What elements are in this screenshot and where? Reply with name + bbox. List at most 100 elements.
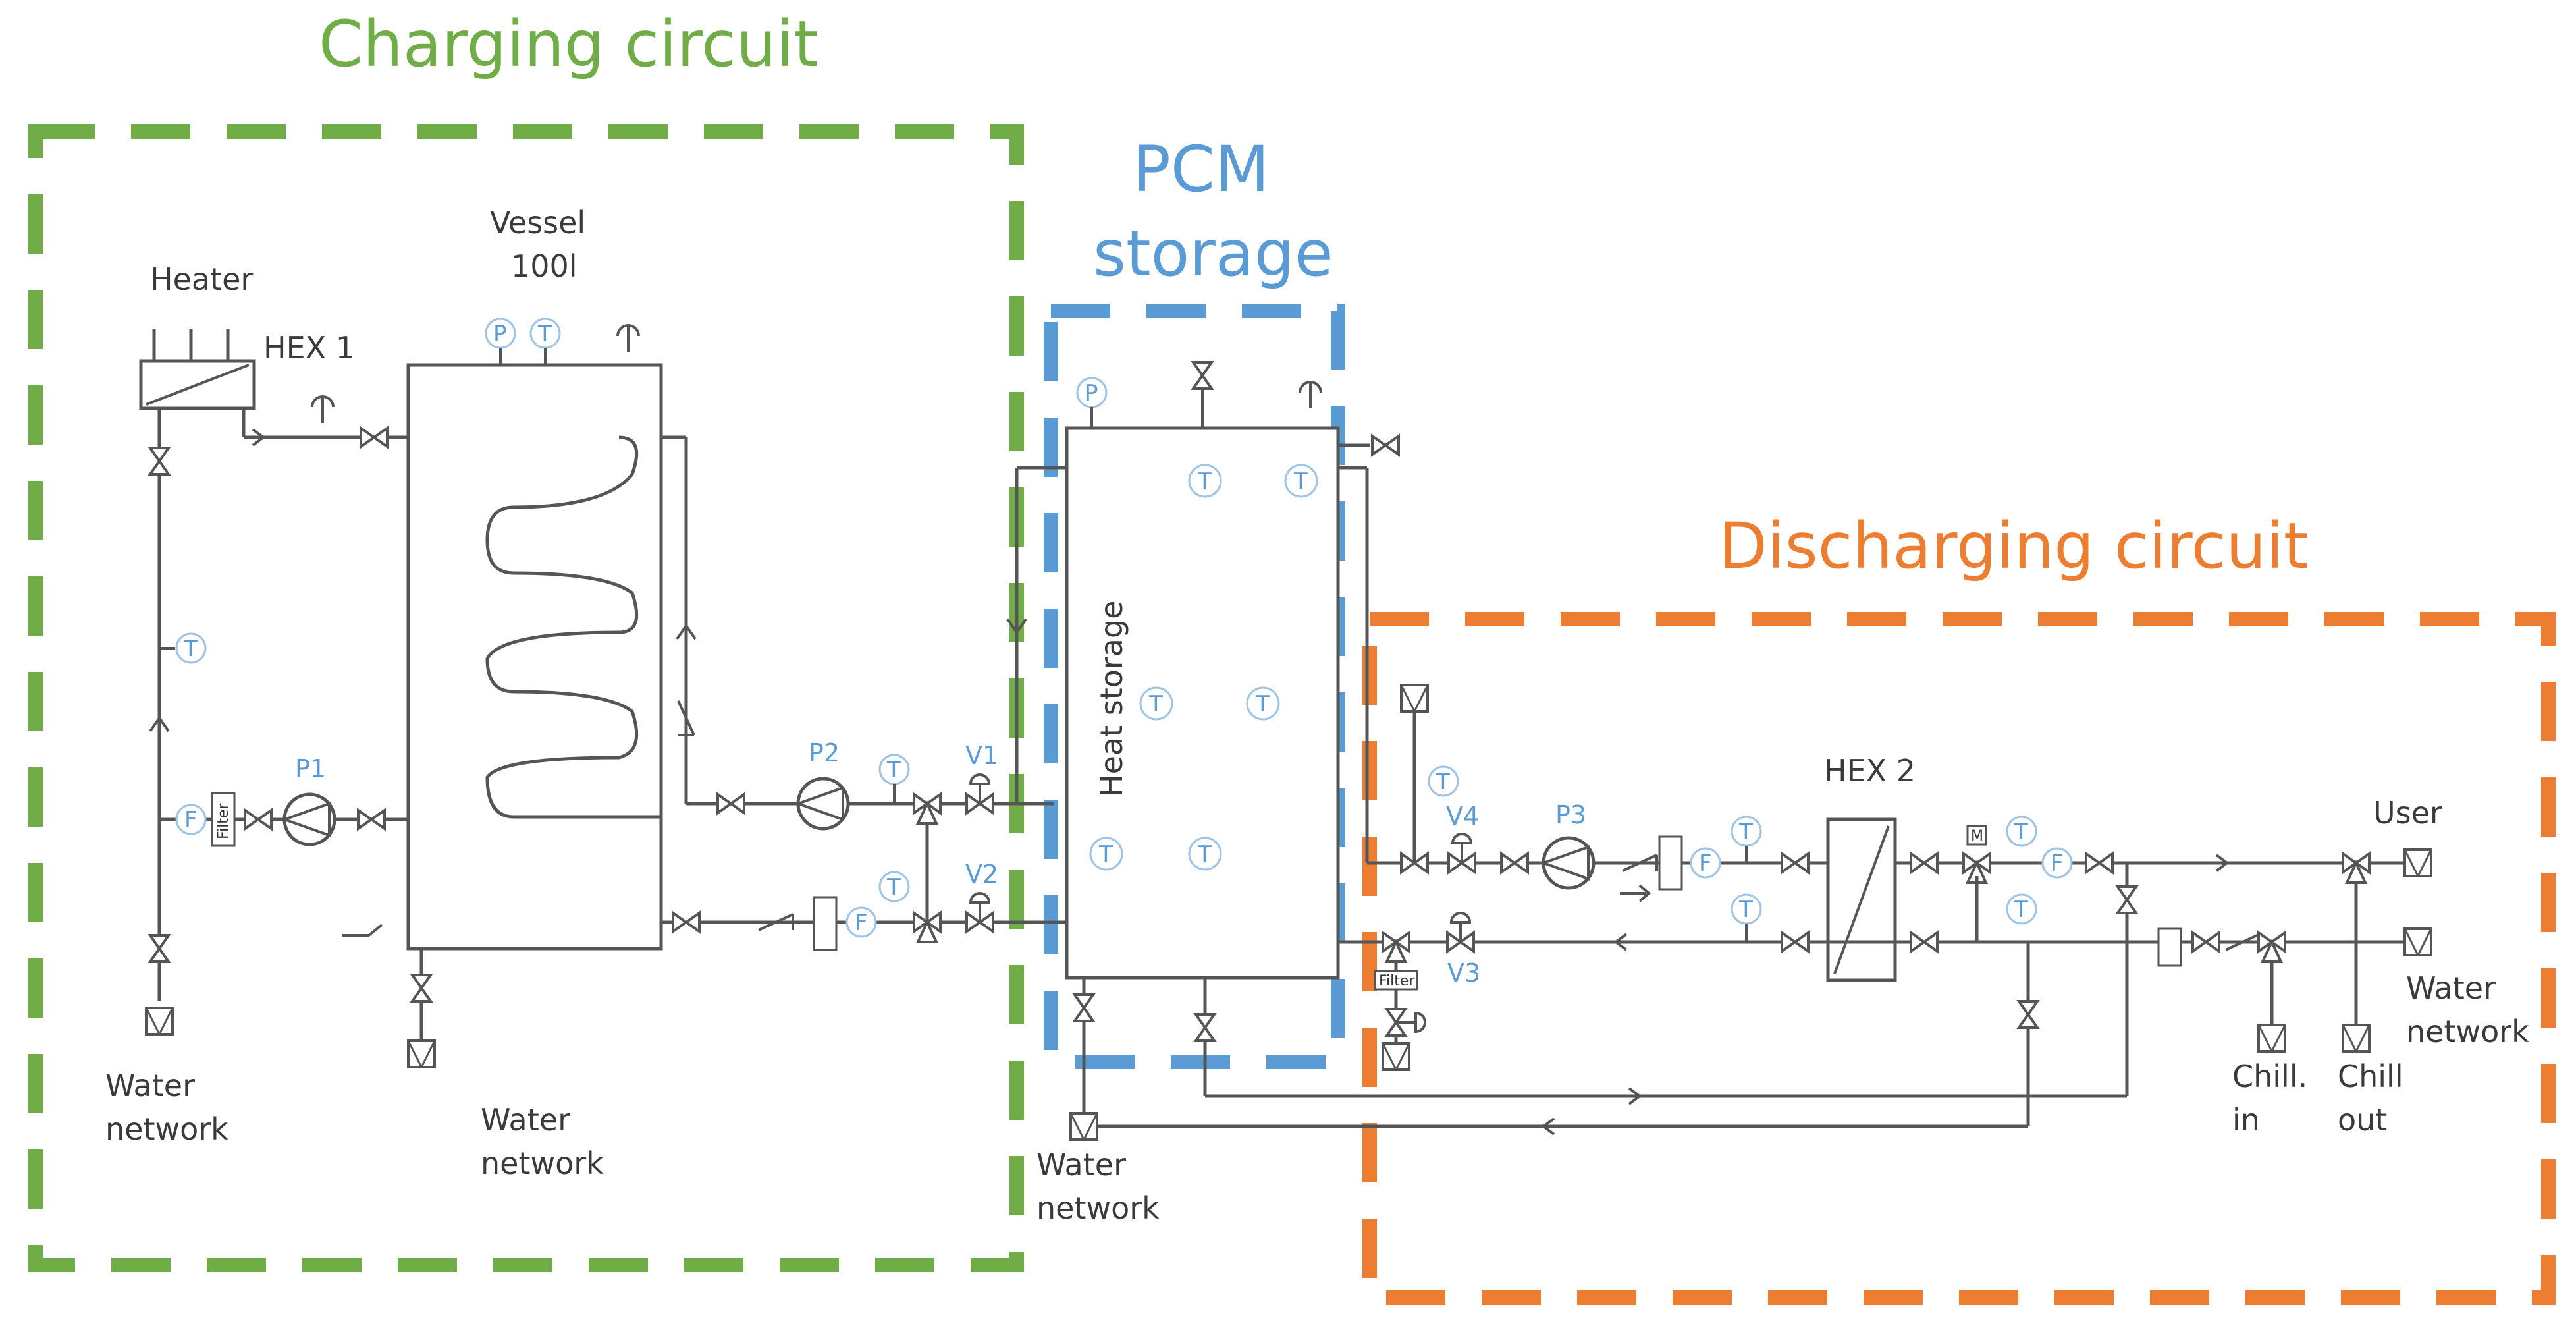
svg-text:T: T xyxy=(1148,691,1163,717)
pump-p1-icon xyxy=(284,794,335,844)
coil-icon xyxy=(485,435,661,819)
charging-circuit-title: Charging circuit xyxy=(319,7,818,81)
flow-sensor-3-label: F xyxy=(1699,850,1712,877)
vessel-100l xyxy=(406,363,663,951)
discharge-temperature-4-label: T xyxy=(2014,897,2028,923)
valve-v2-label: V2 xyxy=(965,860,998,889)
chill-three-way-valve-icon xyxy=(2257,931,2286,963)
return-three-way-valve-icon xyxy=(1382,931,1410,963)
storage-bottom-valve-icon xyxy=(1194,1013,1216,1042)
svg-text:T: T xyxy=(1197,841,1212,868)
water-network-terminal-2 xyxy=(407,1039,436,1068)
flow-sensor-icon xyxy=(175,804,207,835)
air-vent-icon xyxy=(311,395,335,424)
water-network-label-3b: network xyxy=(1036,1190,1160,1226)
water-network-terminal-4 xyxy=(2403,927,2432,956)
flow-sensor-label: F xyxy=(184,807,198,833)
hex2-return-valve-icon xyxy=(1781,931,1810,953)
user-three-way-valve-icon xyxy=(2342,852,2371,884)
water-network-label-2a: Water xyxy=(481,1102,570,1138)
water-network-terminal-3 xyxy=(1069,1112,1098,1141)
discharge-temperature-1-label: T xyxy=(1436,769,1450,795)
pcm-storage-frame xyxy=(1044,304,1345,1069)
motor-icon xyxy=(1966,825,1987,846)
discharge-temperature-3-icon xyxy=(2006,816,2037,847)
valve-v3-icon xyxy=(1446,912,1475,953)
storage-drain-valve-icon xyxy=(1073,993,1094,1022)
three-way-valve-icon xyxy=(913,793,942,825)
pump-p1-label: P1 xyxy=(295,754,326,783)
valve-v1-label: V1 xyxy=(965,741,998,770)
v2-temperature-label: T xyxy=(886,874,901,900)
storage-top-valve-icon xyxy=(1192,361,1213,390)
drain-control-valve-icon xyxy=(1385,1008,1426,1037)
filter-label: Filter xyxy=(215,803,232,839)
chill-out-terminal-icon xyxy=(2342,1024,2371,1053)
pump-p3-icon xyxy=(1543,838,1594,888)
storage-pressure-label: P xyxy=(1085,380,1098,406)
hex2-outlet-valve-icon xyxy=(1910,852,1939,873)
discharge-temperature-1-icon xyxy=(1428,765,1459,797)
filter-3-icon xyxy=(1658,835,1683,891)
heat-storage-label: Heat storage xyxy=(1094,601,1129,797)
vessel-vent-icon xyxy=(616,324,640,353)
water-network-terminal-1 xyxy=(145,1007,174,1036)
svg-text:T: T xyxy=(1197,468,1212,495)
user-supply-valve-icon xyxy=(2085,852,2114,873)
valve-v2-icon xyxy=(965,892,994,933)
vessel-temperature-label: T xyxy=(537,321,552,347)
discharge-temperature-2-label: T xyxy=(1738,819,1753,845)
chill-in-terminal-icon xyxy=(2257,1024,2286,1053)
p2-temperature-label: T xyxy=(886,757,901,783)
p3-inlet-valve-icon xyxy=(1500,852,1529,873)
filter-2-icon xyxy=(813,896,838,951)
valve-v3-label: V3 xyxy=(1447,958,1480,987)
storage-temperature-sensors: T T T T T T xyxy=(1089,464,1318,871)
chill-in-label-a: Chill. xyxy=(2232,1059,2307,1094)
pump-p2-icon xyxy=(798,779,848,829)
hex1-heat-exchanger xyxy=(139,329,256,410)
motor-label: M xyxy=(1971,828,1983,844)
pcm-storage-title-line2: storage xyxy=(1093,217,1333,290)
discharging-circuit-frame xyxy=(1362,612,2556,1305)
water-network-label-3a: Water xyxy=(1036,1147,1126,1182)
flow-sensor-2-icon xyxy=(845,906,877,938)
filter-4-label: Filter xyxy=(1379,973,1415,989)
valve-v4-label: V4 xyxy=(1446,802,1479,831)
chill-in-label-b: in xyxy=(2232,1102,2260,1138)
water-network-label-4a: Water xyxy=(2406,970,2496,1006)
p2-inlet-valve-icon xyxy=(716,793,745,814)
svg-text:T: T xyxy=(1293,468,1308,495)
user-terminal-icon xyxy=(2403,848,2432,877)
filter-4-icon xyxy=(1374,970,1418,991)
temperature-sensor-icon xyxy=(175,632,207,664)
vessel-outlet-valve-icon xyxy=(672,912,701,933)
chill-out-label-a: Chill xyxy=(2338,1059,2403,1094)
hex1-label: HEX 1 xyxy=(263,330,355,366)
water-network-label-4b: network xyxy=(2406,1014,2529,1049)
flow-sensor-2-label: F xyxy=(855,910,868,936)
pcm-storage-title-line1: PCM xyxy=(1133,132,1270,206)
return-drain-valve-icon xyxy=(2018,1000,2039,1029)
water-network-label-2b: network xyxy=(481,1146,604,1181)
discharge-temperature-4-icon xyxy=(2006,893,2037,925)
flow-sensor-3-icon xyxy=(1690,847,1721,879)
p1-outlet-valve-icon xyxy=(357,809,386,830)
hex1-outlet-valve-icon xyxy=(360,427,389,448)
flow-sensor-4-icon xyxy=(2041,847,2073,879)
discharge-terminal-icon xyxy=(1400,684,1429,713)
return-valve-2-icon xyxy=(1910,931,1939,953)
discharge-temperature-3-label: T xyxy=(2014,819,2028,845)
p1-inlet-valve-icon xyxy=(244,809,273,830)
vessel-pressure-label: P xyxy=(493,321,507,347)
water-network-label-1b: network xyxy=(105,1111,228,1147)
bypass-valve-icon xyxy=(2116,885,2137,914)
storage-side-valve-icon xyxy=(1371,435,1400,456)
water-inlet-valve-icon xyxy=(149,934,170,963)
relief-valve-icon xyxy=(342,924,383,937)
vessel-label-line2: 100l xyxy=(511,248,577,284)
chill-out-label-b: out xyxy=(2338,1102,2387,1138)
storage-vent-icon xyxy=(1299,381,1322,410)
vessel-label-line1: Vessel xyxy=(490,205,585,240)
